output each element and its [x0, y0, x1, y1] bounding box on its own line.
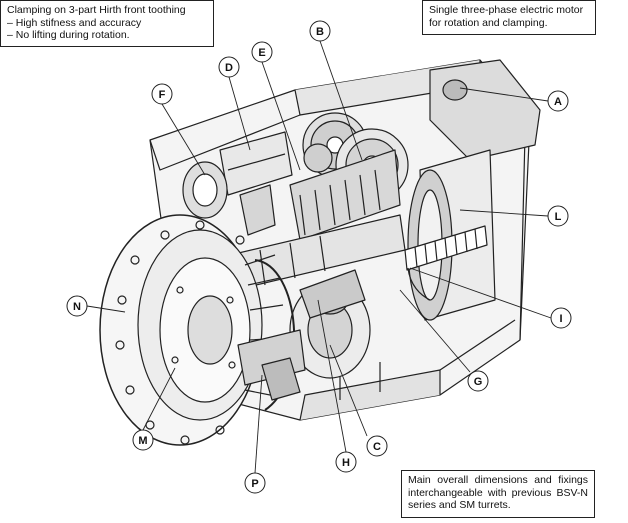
callout-circle-i	[550, 307, 572, 329]
callout-label-l: L	[555, 211, 562, 223]
front-flange	[99, 214, 263, 446]
callout-circle-g	[467, 370, 489, 392]
clamping-note: Clamping on 3-part Hirth front toothing …	[0, 0, 214, 47]
callout-circle-n	[66, 295, 88, 317]
callout-circles	[66, 20, 572, 494]
callout-circle-c	[366, 435, 388, 457]
callout-label-n: N	[73, 301, 81, 313]
callout-label-d: D	[225, 62, 233, 74]
callout-label-e: E	[258, 47, 265, 59]
dimensions-note: Main overall dimensions and fixings inte…	[401, 470, 595, 518]
callout-label-m: M	[138, 435, 147, 447]
clamping-note-line1: Clamping on 3-part Hirth front toothing	[7, 4, 186, 16]
callout-circle-f	[151, 83, 173, 105]
callout-label-c: C	[373, 441, 381, 453]
motor-note-line1: Single three-phase electric motor	[429, 4, 584, 16]
callout-label-p: P	[251, 478, 258, 490]
sensor-block	[182, 131, 293, 236]
callout-circle-b	[309, 20, 331, 42]
callout-circle-p	[244, 472, 266, 494]
callout-circle-m	[132, 429, 154, 451]
callout-circle-l	[547, 205, 569, 227]
callout-circle-h	[335, 451, 357, 473]
callout-label-b: B	[316, 26, 324, 38]
callout-label-f: F	[159, 89, 166, 101]
motor-note-line2: for rotation and clamping.	[429, 16, 548, 29]
callout-label-i: I	[559, 313, 562, 325]
callout-circle-e	[251, 41, 273, 63]
clamping-note-line3: – No lifting during rotation.	[7, 29, 130, 41]
callout-label-g: G	[474, 376, 483, 388]
motor-note: Single three-phase electric motor for ro…	[422, 0, 596, 35]
terminal-strip	[404, 225, 488, 301]
callout-label-h: H	[342, 457, 350, 469]
leader-lines	[86, 40, 552, 474]
dimensions-note-text: Main overall dimensions and fixings inte…	[408, 474, 588, 511]
clamping-note-line2: – High stifness and accuracy	[7, 16, 142, 29]
callout-circle-a	[547, 90, 569, 112]
callout-label-a: A	[554, 96, 562, 108]
hirth-coupling	[237, 254, 366, 411]
callout-circle-d	[218, 56, 240, 78]
